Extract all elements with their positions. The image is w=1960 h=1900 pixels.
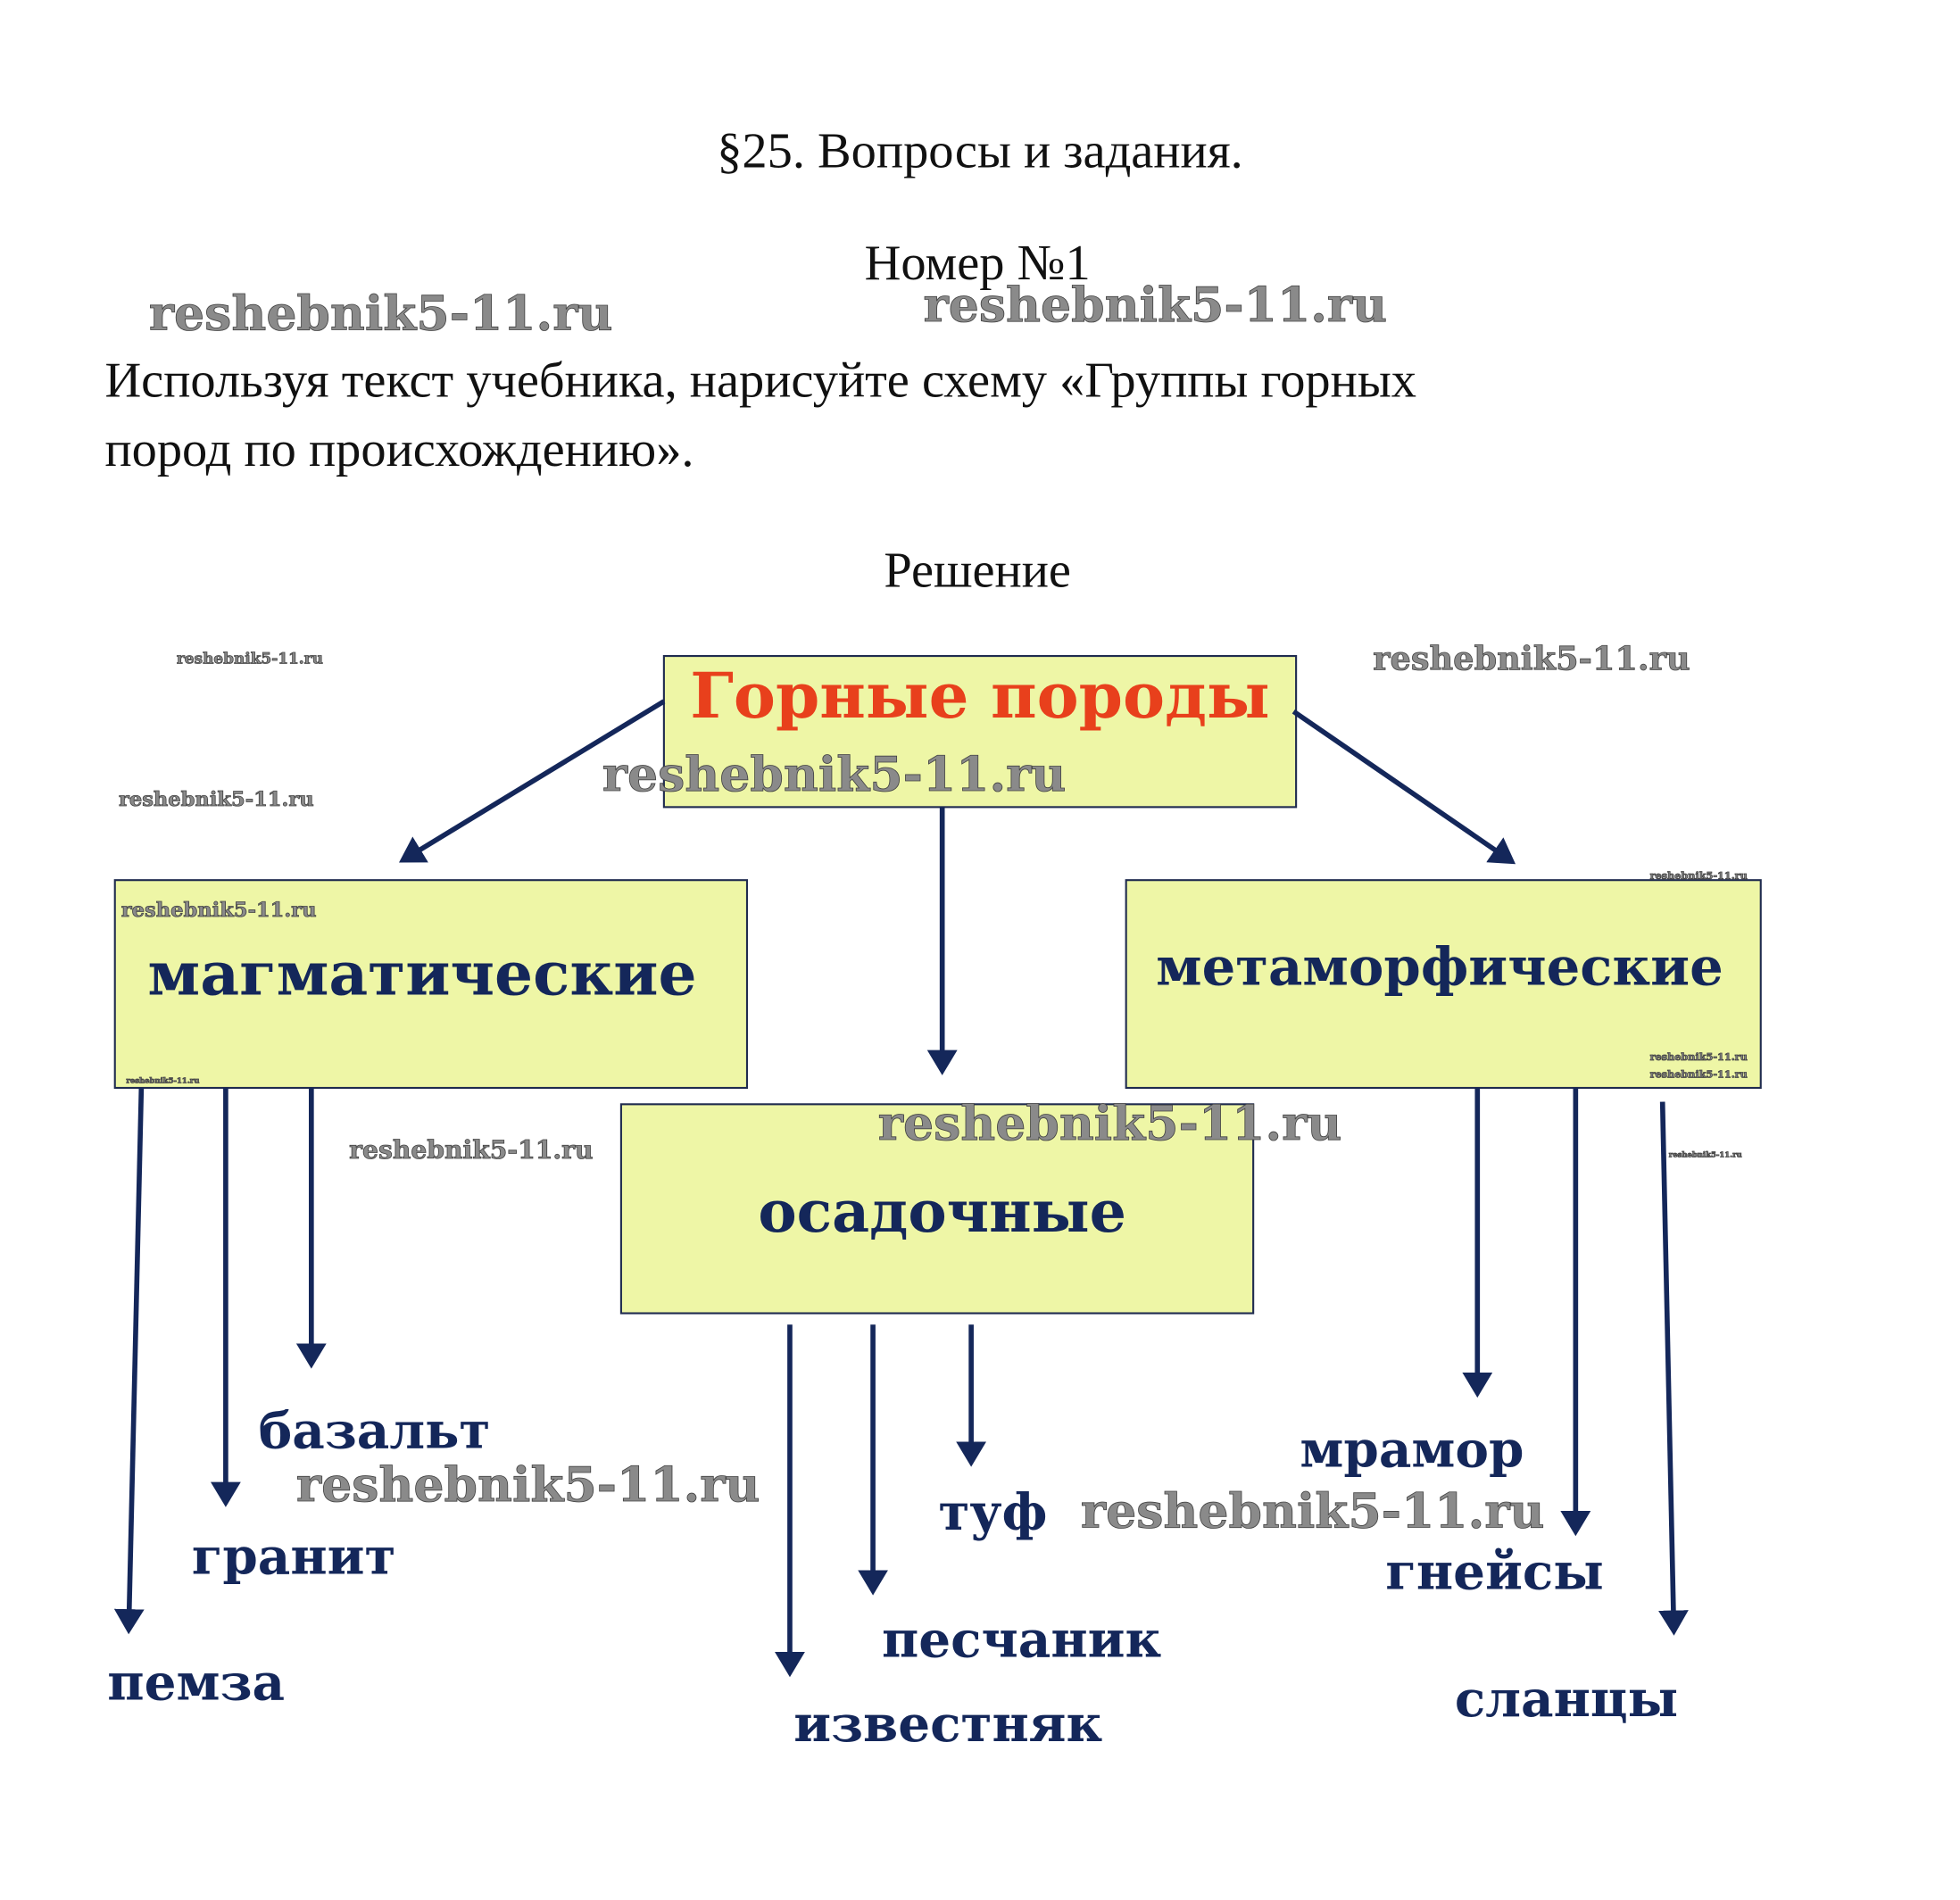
watermarks: reshebnik5-11.ru reshebnik5-11.ru resheb…	[119, 276, 1748, 1539]
example-limestone: известняк	[793, 1695, 1102, 1754]
task-number: Номер №1	[865, 236, 1091, 291]
root-box	[662, 655, 1298, 809]
watermark: reshebnik5-11.ru	[1373, 640, 1690, 678]
watermark: reshebnik5-11.ru	[1650, 1068, 1748, 1081]
watermark: reshebnik5-11.ru	[149, 286, 613, 342]
arrow-pumice	[113, 1087, 145, 1635]
example-basalt: базальт	[259, 1401, 491, 1460]
igneous-box	[113, 879, 749, 1090]
arrow-root-igneous	[399, 699, 666, 863]
example-tuff: туф	[938, 1483, 1047, 1542]
arrows	[113, 699, 1689, 1678]
watermark: reshebnik5-11.ru	[1650, 869, 1748, 882]
solution-label: Решение	[884, 543, 1071, 598]
example-marble: мрамор	[1300, 1421, 1524, 1480]
section-title: §25. Вопросы и задания.	[717, 124, 1243, 179]
watermark: reshebnik5-11.ru	[126, 1075, 199, 1084]
metamorphic-box	[1125, 879, 1762, 1090]
watermark: reshebnik5-11.ru	[119, 788, 314, 811]
root-label: Горные породы	[690, 659, 1270, 733]
arrow-root-metamorphic	[1291, 709, 1516, 865]
example-sandstone: песчаник	[882, 1611, 1162, 1670]
watermark: reshebnik5-11.ru	[1650, 1050, 1748, 1063]
arrow-schist	[1657, 1101, 1689, 1636]
watermark: reshebnik5-11.ru	[177, 650, 323, 668]
igneous-label: магматические	[147, 938, 696, 1009]
watermark: reshebnik5-11.ru	[602, 746, 1067, 802]
watermark: reshebnik5-11.ru	[349, 1135, 593, 1165]
example-gneiss: гнейсы	[1385, 1543, 1604, 1602]
watermark: reshebnik5-11.ru	[1669, 1150, 1742, 1159]
watermark: reshebnik5-11.ru	[296, 1456, 760, 1513]
task-text-line2: пород по происхождению».	[104, 422, 693, 477]
watermark: reshebnik5-11.ru	[121, 899, 317, 922]
sedimentary-label: осадочные	[758, 1178, 1126, 1246]
metamorphic-label: метаморфические	[1156, 934, 1723, 997]
sedimentary-box	[619, 1103, 1255, 1315]
task-text-line1: Используя текст учебника, нарисуйте схем…	[104, 353, 1416, 408]
watermark: reshebnik5-11.ru	[924, 277, 1388, 333]
example-schist: сланцы	[1455, 1670, 1678, 1729]
watermark: reshebnik5-11.ru	[1081, 1482, 1545, 1539]
example-pumice: пемза	[107, 1654, 285, 1713]
watermark: reshebnik5-11.ru	[878, 1095, 1342, 1151]
example-granite: гранит	[192, 1528, 396, 1587]
